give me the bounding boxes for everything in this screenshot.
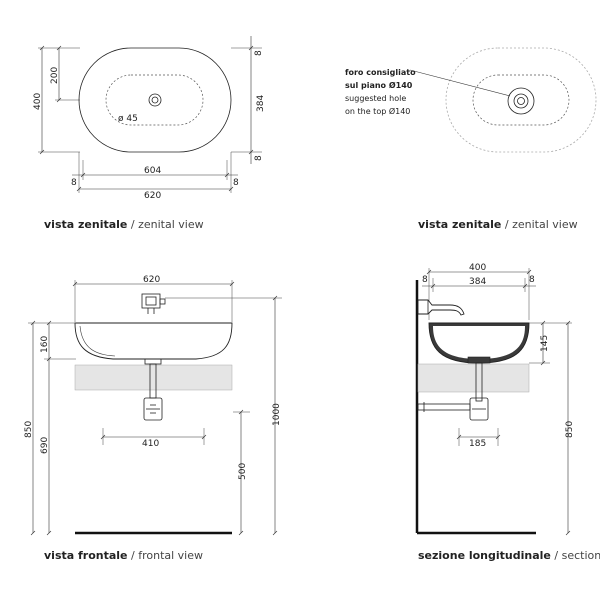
tick bbox=[540, 320, 546, 326]
dim-185: 185 bbox=[469, 439, 486, 449]
basin-shading bbox=[79, 325, 116, 357]
tick bbox=[426, 269, 432, 275]
drain-trap-front bbox=[143, 358, 163, 421]
dim-8-left: 8 bbox=[71, 178, 77, 188]
dim-8-right: 8 bbox=[233, 178, 239, 188]
dim-1000: 1000 bbox=[272, 403, 282, 426]
dim-620: 620 bbox=[143, 275, 160, 285]
tick bbox=[228, 186, 234, 192]
tick bbox=[46, 530, 52, 536]
tick bbox=[72, 281, 78, 287]
tick bbox=[30, 530, 36, 536]
dim-690: 690 bbox=[40, 437, 50, 454]
tick bbox=[80, 172, 86, 178]
dim-8-top: 8 bbox=[254, 50, 264, 56]
tick bbox=[456, 434, 462, 440]
tick bbox=[56, 97, 62, 103]
section-view: 400 384 8 8 145 bbox=[415, 263, 600, 562]
tick bbox=[540, 360, 546, 366]
dim-145: 145 bbox=[540, 335, 550, 352]
dim-8-bottom: 8 bbox=[254, 155, 264, 161]
note-en-line1: suggested hole bbox=[345, 94, 406, 103]
caption-zenital-right: vista zenitale / zenital view bbox=[418, 218, 578, 231]
dim-604: 604 bbox=[144, 166, 161, 176]
dim-384: 384 bbox=[469, 277, 486, 287]
tick bbox=[272, 530, 278, 536]
dim-620: 620 bbox=[144, 191, 161, 201]
drain-trap-section bbox=[417, 356, 491, 421]
tick bbox=[39, 45, 45, 51]
tick bbox=[248, 149, 254, 155]
basin-section-inner bbox=[433, 326, 525, 359]
dim-500: 500 bbox=[238, 463, 248, 480]
dim-8-right: 8 bbox=[529, 275, 535, 285]
tick bbox=[526, 269, 532, 275]
basin-inner-dashed bbox=[472, 74, 570, 126]
zenital-view-right: foro consigliato sul piano Ø140 suggeste… bbox=[345, 47, 597, 231]
basin-outline-dashed bbox=[445, 47, 597, 153]
tick bbox=[565, 530, 571, 536]
drain-hole-inner bbox=[151, 96, 159, 104]
note-en-line2: on the top Ø140 bbox=[345, 106, 410, 116]
countertop-section bbox=[417, 363, 530, 393]
tick bbox=[495, 434, 501, 440]
wall-spout bbox=[417, 299, 465, 316]
tick bbox=[565, 320, 571, 326]
hole-diameter-label: ø 45 bbox=[118, 114, 138, 124]
note-it-line1: foro consigliato bbox=[345, 68, 416, 77]
dim-384: 384 bbox=[256, 95, 266, 112]
dim-200: 200 bbox=[50, 67, 60, 84]
caption-frontal: vista frontale / frontal view bbox=[44, 549, 203, 562]
tick bbox=[248, 45, 254, 51]
tick bbox=[46, 320, 52, 326]
drain-hole-outer bbox=[148, 93, 162, 107]
tick bbox=[430, 283, 436, 289]
countertop-front bbox=[74, 364, 233, 391]
tick bbox=[238, 530, 244, 536]
tick bbox=[100, 434, 106, 440]
tick bbox=[30, 320, 36, 326]
dim-8-left: 8 bbox=[422, 275, 428, 285]
zenital-view-left: ø 45 400 200 384 8 8 604 8 8 bbox=[33, 36, 266, 231]
note-it-line2: sul piano Ø140 bbox=[345, 80, 413, 90]
leader-line bbox=[409, 69, 511, 97]
tick bbox=[76, 186, 82, 192]
dim-410: 410 bbox=[142, 439, 159, 449]
basin-outline-top bbox=[78, 47, 232, 153]
basin-inner-bowl bbox=[105, 74, 204, 126]
dim-850: 850 bbox=[24, 421, 34, 438]
tick bbox=[56, 45, 62, 51]
tick bbox=[39, 149, 45, 155]
dim-400: 400 bbox=[469, 263, 486, 273]
dim-160: 160 bbox=[40, 336, 50, 353]
caption-zenital-left: vista zenitale / zenital view bbox=[44, 218, 204, 231]
dim-850: 850 bbox=[565, 421, 575, 438]
tick bbox=[224, 172, 230, 178]
tick bbox=[201, 434, 207, 440]
caption-section: sezione longitudinale / section bbox=[418, 549, 600, 562]
tick bbox=[238, 409, 244, 415]
tick bbox=[272, 295, 278, 301]
mixer-tap bbox=[141, 293, 166, 314]
frontal-view: 620 410 bbox=[24, 275, 282, 562]
suggested-hole-outer bbox=[507, 87, 535, 115]
tick bbox=[229, 281, 235, 287]
dim-400: 400 bbox=[33, 93, 43, 110]
tick bbox=[522, 283, 528, 289]
basin-front bbox=[74, 322, 233, 360]
suggested-hole-mid bbox=[513, 93, 529, 109]
suggested-hole-inner bbox=[517, 97, 525, 105]
